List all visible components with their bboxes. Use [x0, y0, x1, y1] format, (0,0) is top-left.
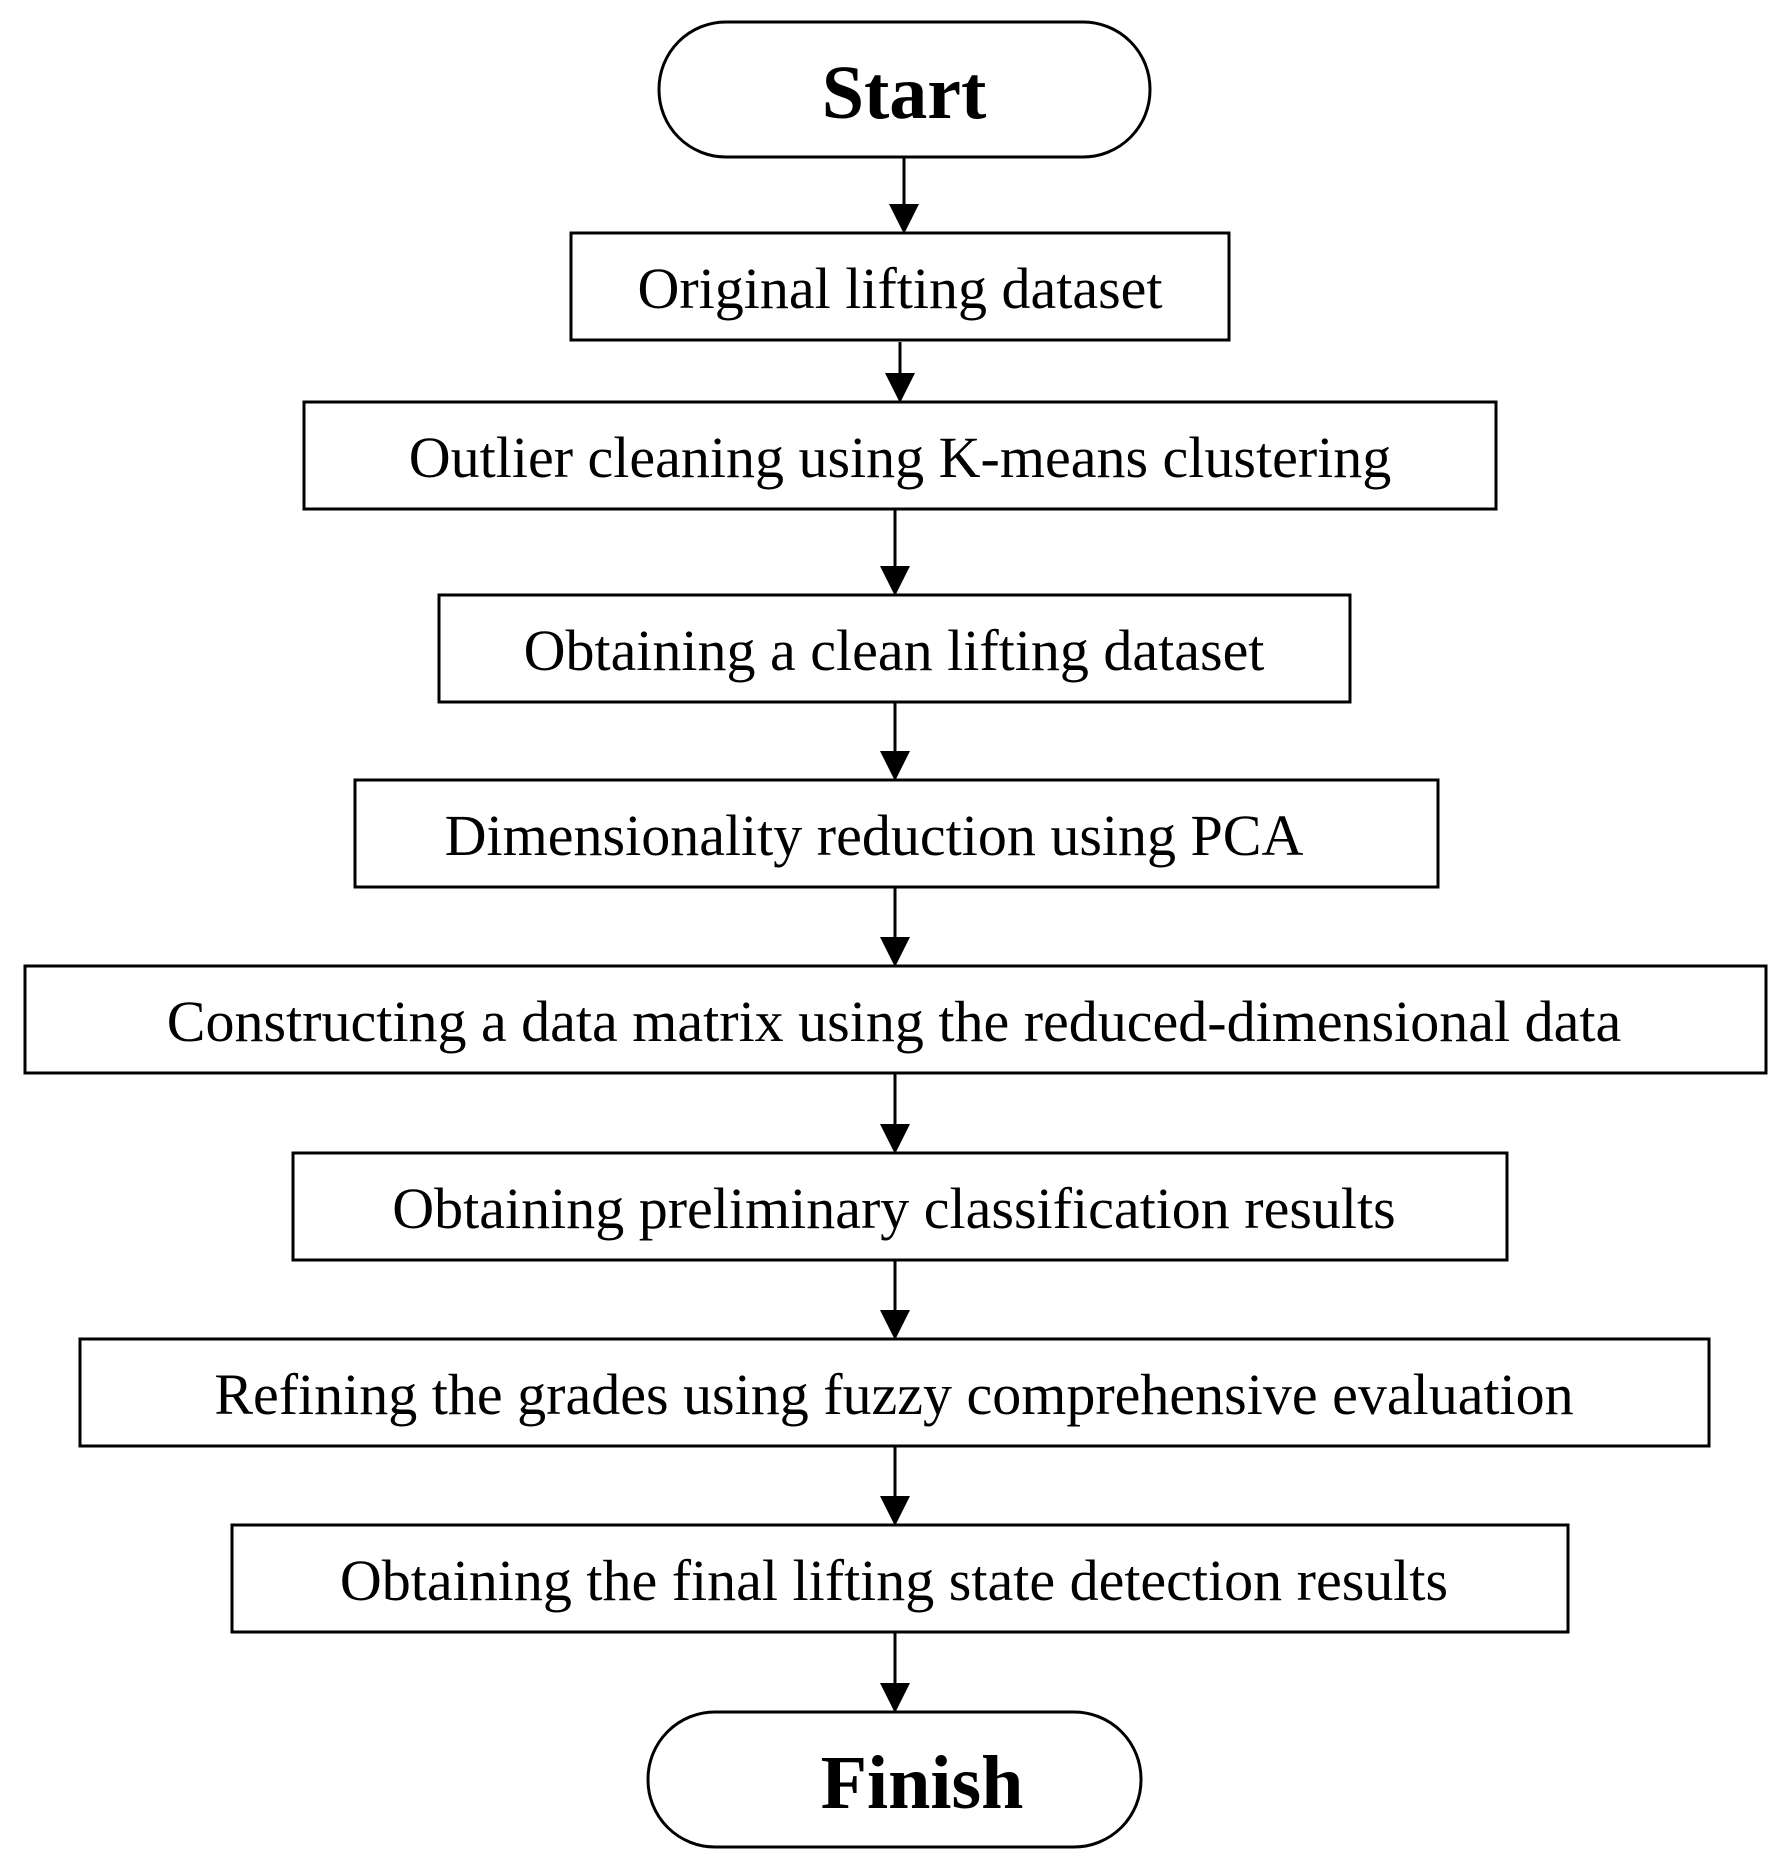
step-label: Obtaining preliminary classification res… [392, 1176, 1395, 1241]
process-step: Original lifting dataset [569, 231, 1231, 342]
process-box [230, 1523, 1570, 1634]
step-label: Dimensionality reduction using PCA [445, 803, 1304, 868]
process-box [291, 1151, 1509, 1262]
process-box [78, 1337, 1711, 1448]
finish-terminal-shape [646, 1710, 1143, 1849]
finish-terminal: Finish [646, 1710, 1143, 1849]
process-step: Refining the grades using fuzzy comprehe… [78, 1337, 1711, 1448]
process-step: Dimensionality reduction using PCA [353, 778, 1440, 889]
step-label: Obtaining the final lifting state detect… [340, 1548, 1448, 1613]
start-label: Start [822, 51, 987, 135]
process-box [569, 231, 1231, 342]
process-step: Obtaining a clean lifting dataset [437, 593, 1352, 704]
process-step: Outlier cleaning using K-means clusterin… [302, 400, 1498, 511]
step-label: Outlier cleaning using K-means clusterin… [409, 425, 1392, 490]
process-step: Obtaining the final lifting state detect… [230, 1523, 1570, 1634]
step-label: Constructing a data matrix using the red… [167, 989, 1621, 1054]
process-box [23, 964, 1768, 1075]
process-step: Constructing a data matrix using the red… [23, 964, 1768, 1075]
connector-arrows [880, 157, 919, 1713]
step-label: Original lifting dataset [637, 256, 1162, 321]
process-step: Obtaining preliminary classification res… [291, 1151, 1509, 1262]
process-box [353, 778, 1440, 889]
process-box [437, 593, 1352, 704]
step-label: Obtaining a clean lifting dataset [524, 618, 1265, 683]
process-box [302, 400, 1498, 511]
finish-label: Finish [821, 1741, 1024, 1825]
start-terminal: Start [657, 20, 1152, 159]
step-label: Refining the grades using fuzzy comprehe… [214, 1362, 1573, 1427]
